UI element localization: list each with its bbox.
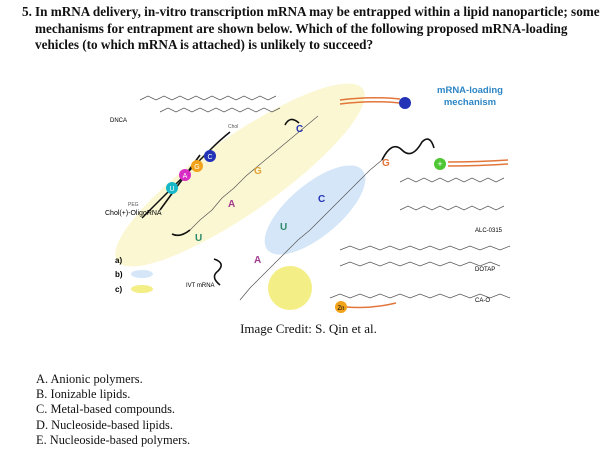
figure-title-1: mRNA-loading [437,85,503,96]
label-ca-o: CA-O [475,298,490,304]
label-chol-oligorna: Chol(+)-OligoRNA [105,210,162,217]
label-chol: Chol [228,124,238,130]
image-credit: Image Credit: S. Qin et al. [0,321,607,337]
question-text: In mRNA delivery, in-vitro transcription… [35,4,600,52]
label-dotap: DOTAP [475,267,495,273]
highlight-c [268,266,312,310]
answer-b[interactable]: B. Ionizable lipids. [36,387,131,402]
base-c2: C [318,194,325,205]
base-c1: C [296,124,303,135]
base-u1: U [280,222,287,233]
bead-u: U [169,186,174,193]
question: 5. In mRNA delivery, in-vitro transcript… [22,4,602,54]
mrna-loading-figure: C G G C A U U A U A G C + Zn mRNA-loadin… [105,83,511,313]
base-u2: U [195,233,202,244]
answer-c[interactable]: C. Metal-based compounds. [36,402,176,417]
highlight-b [264,165,366,255]
base-g2: G [254,166,262,177]
base-a1: A [228,199,235,210]
svg-text:+: + [437,159,442,169]
bead-c: C [207,154,212,161]
zn-label: Zn [337,306,344,312]
bead-g: G [194,164,199,171]
base-g1: G [382,158,390,169]
vehicle-zn: Zn [335,301,397,313]
zn-bead-icon [335,301,347,313]
vehicle-c-lipid [339,96,411,109]
legend-c-label: c) [115,285,122,294]
answer-e[interactable]: E. Nucleoside-based polymers. [36,432,191,447]
bead-a: A [183,173,188,180]
legend-a-swatch [131,256,153,264]
legend-b-label: b) [115,270,123,279]
label-alc-0315: ALC-0315 [475,228,503,234]
label-ivt-mrna: IVT mRNA [186,283,215,289]
c-bead-icon [399,97,411,109]
label-peg: PEG [128,202,139,208]
base-a2: A [254,255,261,266]
legend-a-label: a) [115,256,122,265]
figure-title-2: mechanism [444,97,496,108]
legend-b-swatch [131,270,153,278]
answer-d[interactable]: D. Nucleoside-based lipids. [36,417,173,432]
credit-text: Image Credit: S. Qin et al. [240,321,377,336]
answer-a[interactable]: A. Anionic polymers. [36,372,143,386]
label-dnca: DNCA [110,118,127,124]
strands [159,118,435,286]
plus-icon [434,158,446,170]
lipid-chains [139,95,511,301]
question-number: 5. [22,4,32,19]
legend-c-swatch [131,285,153,293]
vehicle-cationic-lipid: + [434,158,509,170]
answer-choices: A. Anionic polymers. B. Ionizable lipids… [36,372,190,448]
